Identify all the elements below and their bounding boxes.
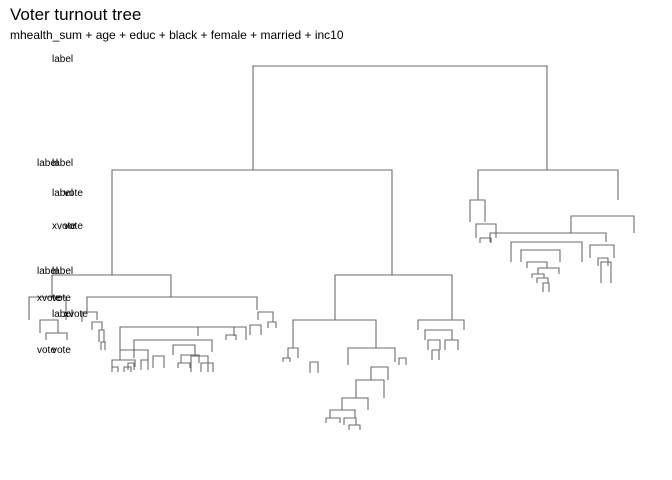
tree-branch-11 xyxy=(100,341,106,350)
tree-branch-40 xyxy=(329,409,356,418)
tree-branch-2 xyxy=(477,169,619,200)
tree-branch-45 xyxy=(417,319,465,330)
tree-branch-17 xyxy=(119,349,149,360)
tree-branch-32 xyxy=(292,319,377,348)
tree-branch-15 xyxy=(257,311,274,322)
tree-branch-19 xyxy=(111,366,119,372)
tree-branch-0 xyxy=(252,65,548,170)
node-label-1: label xyxy=(37,158,58,169)
tree-branch-27 xyxy=(177,362,191,368)
tree-branch-41 xyxy=(325,417,341,423)
tree-branch-4 xyxy=(86,296,258,312)
node-label-12: xvote xyxy=(64,309,88,320)
tree-branch-53 xyxy=(475,223,497,238)
tree-branch-43 xyxy=(348,424,361,430)
node-label-7: label xyxy=(37,266,58,277)
tree-branch-24 xyxy=(172,344,196,355)
tree-branch-8 xyxy=(81,311,98,322)
tree-branch-23 xyxy=(152,355,165,368)
tree-branch-51 xyxy=(570,215,635,233)
node-label-4: vote xyxy=(64,188,83,199)
tree-branch-10 xyxy=(98,329,105,342)
node-label-6: vote xyxy=(64,221,83,232)
tree-branch-49 xyxy=(444,339,459,350)
tree-branch-62 xyxy=(589,244,615,258)
tree-branch-14 xyxy=(197,326,235,336)
tree-branch-39 xyxy=(341,397,369,410)
tree-branch-61 xyxy=(542,282,550,292)
tree-branch-60 xyxy=(536,277,549,283)
tree-branch-16 xyxy=(267,321,277,328)
tree-branch-57 xyxy=(526,261,548,268)
node-label-10: vote xyxy=(52,293,71,304)
tree-branch-7 xyxy=(45,332,68,340)
tree-branch-44 xyxy=(398,357,407,365)
tree-branch-21 xyxy=(127,362,135,370)
tree-branch-22 xyxy=(140,359,149,370)
tree-branch-42 xyxy=(343,417,357,425)
tree-branch-1 xyxy=(111,169,393,275)
tree-branch-56 xyxy=(520,249,561,262)
node-label-0: label xyxy=(52,54,73,65)
tree-branch-34 xyxy=(282,357,291,362)
tree-branch-35 xyxy=(347,347,396,365)
tree-branch-47 xyxy=(427,339,441,350)
tree-branch-25 xyxy=(180,354,200,363)
tree-branch-30 xyxy=(249,324,262,335)
node-label-5: xvote xyxy=(52,221,76,232)
dendrogram-branches xyxy=(28,65,635,430)
tree-branch-6 xyxy=(39,319,59,333)
tree-branch-54 xyxy=(479,237,492,243)
tree-branch-31 xyxy=(334,274,453,320)
tree-branch-38 xyxy=(355,379,385,398)
tree-branch-9 xyxy=(91,321,103,330)
tree-branch-12 xyxy=(119,326,247,350)
chart-title: Voter turnout tree xyxy=(10,5,142,24)
tree-branch-33 xyxy=(287,347,299,358)
tree-branch-58 xyxy=(537,267,560,274)
tree-branch-26 xyxy=(190,355,209,372)
node-label-2: label xyxy=(52,158,73,169)
tree-branch-50 xyxy=(469,199,486,222)
node-labels: labellabellabellabelvotexvotevotelabella… xyxy=(37,54,88,356)
tree-branch-46 xyxy=(424,329,453,340)
tree-branch-59 xyxy=(531,273,545,278)
node-label-8: label xyxy=(52,266,73,277)
tree-branch-52 xyxy=(489,232,607,242)
node-label-9: xvote xyxy=(37,293,61,304)
tree-branch-13 xyxy=(133,339,213,358)
tree-branch-29 xyxy=(225,334,237,340)
tree-branch-36 xyxy=(309,361,319,373)
tree-branch-28 xyxy=(200,362,214,372)
node-label-14: vote xyxy=(52,345,71,356)
tree-branch-48 xyxy=(431,349,440,360)
node-label-3: label xyxy=(52,188,73,199)
tree-branch-37 xyxy=(370,366,389,380)
tree-branch-3 xyxy=(51,274,172,297)
tree-branch-64 xyxy=(597,257,609,266)
tree-branch-5 xyxy=(28,296,67,320)
tree-branch-55 xyxy=(510,241,583,262)
node-label-11: label xyxy=(52,309,73,320)
tree-branch-63 xyxy=(600,261,612,283)
node-label-13: vote xyxy=(37,345,56,356)
chart-subtitle: mhealth_sum + age + educ + black + femal… xyxy=(10,28,344,42)
tree-branch-18 xyxy=(111,359,136,367)
